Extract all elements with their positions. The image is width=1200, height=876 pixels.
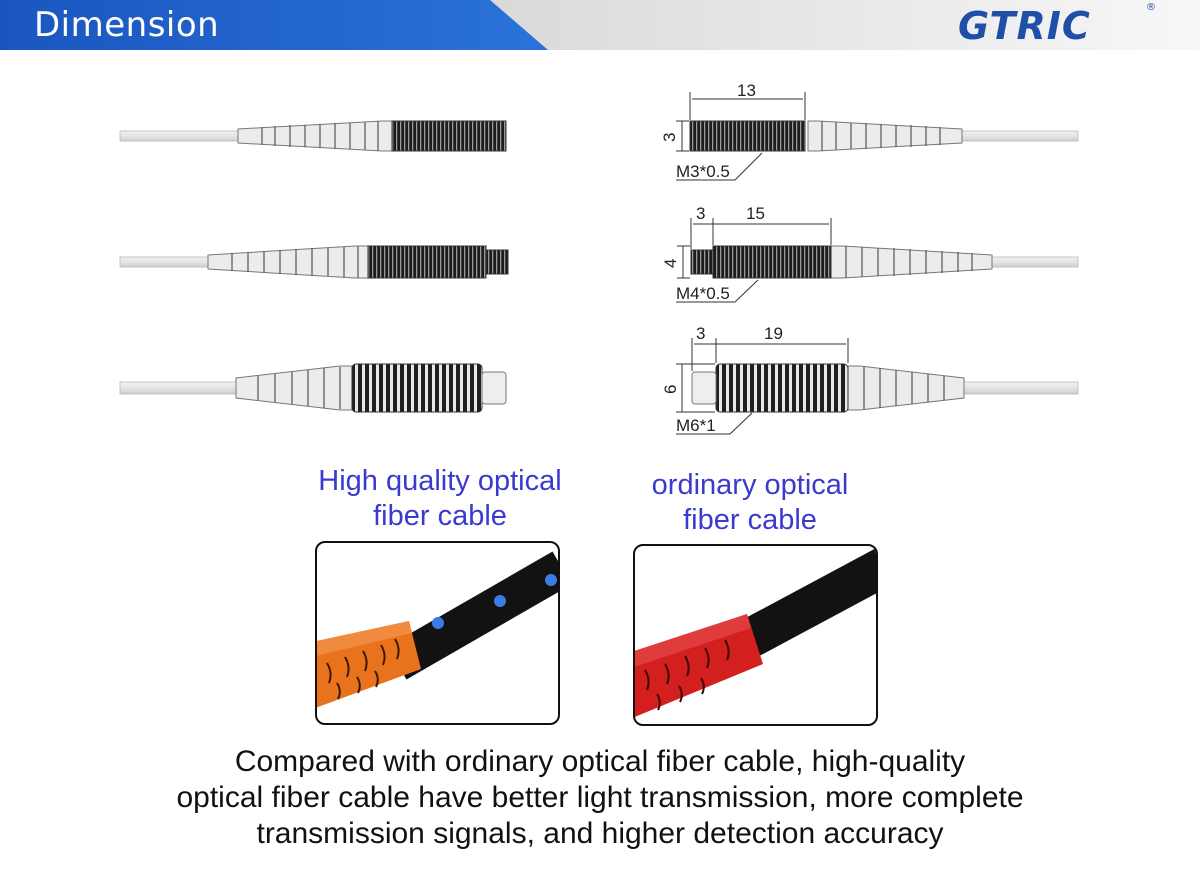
caption-high-quality: High quality optical fiber cable (290, 464, 590, 534)
probe-dimension-drawings: 13 3 M3*0.5 3 15 4 M4*0.5 (119, 81, 1079, 435)
high-quality-cable-photo (315, 541, 560, 725)
caption-ordinary-line1: ordinary optical (651, 469, 849, 501)
right-probe-m6 (676, 338, 1079, 435)
left-probe-m6 (119, 363, 507, 413)
page-title: Dimension (34, 5, 220, 45)
description-line1: Compared with ordinary optical fiber cab… (234, 745, 966, 778)
brand-logo: GTRIC (958, 4, 1091, 48)
caption-ordinary: ordinary optical fiber cable (610, 468, 890, 538)
caption-high-quality-line1: High quality optical (318, 465, 562, 497)
dim-m4-diameter: 4 (661, 259, 680, 268)
left-probe-m4 (119, 245, 509, 279)
caption-ordinary-line2: fiber cable (683, 504, 817, 536)
dim-m3-length: 13 (737, 81, 756, 100)
ordinary-cable-photo (633, 544, 878, 726)
dim-m6-length: 19 (764, 324, 783, 343)
dim-m6-tip: 3 (696, 324, 705, 343)
dim-m3-diameter: 3 (660, 133, 679, 142)
header-background (0, 0, 1200, 50)
header-banner: Dimension GTRIC ® (0, 0, 1200, 50)
dim-m4-thread: M4*0.5 (676, 284, 730, 303)
dim-m4-tip: 3 (696, 204, 705, 223)
dim-m3-thread: M3*0.5 (676, 162, 730, 181)
comparison-description: Compared with ordinary optical fiber cab… (40, 744, 1160, 852)
left-probe-m3 (119, 120, 507, 152)
description-line3: transmission signals, and higher detecti… (256, 817, 944, 850)
caption-high-quality-line2: fiber cable (373, 500, 507, 532)
dim-m6-diameter: 6 (661, 385, 680, 394)
description-line2: optical fiber cable have better light tr… (176, 781, 1024, 814)
registered-mark: ® (1146, 2, 1156, 13)
dim-m6-thread: M6*1 (676, 416, 716, 435)
dim-m4-length: 15 (746, 204, 765, 223)
right-probe-m3 (676, 92, 1079, 181)
right-probe-m4 (676, 218, 1079, 303)
